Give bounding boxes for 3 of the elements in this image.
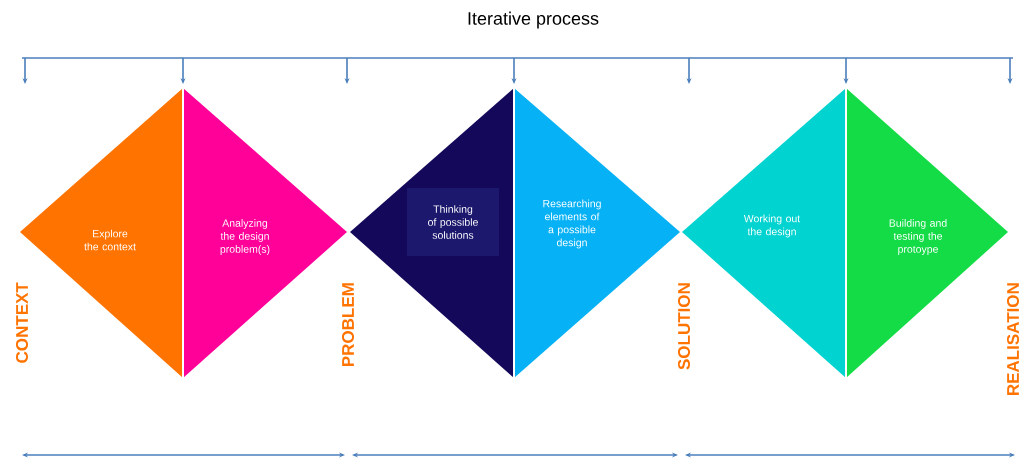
title: Iterative process [468, 11, 599, 29]
triangle: Building and testing the protoype [846, 88, 1008, 378]
phase-label: REALISATION [1007, 283, 1020, 395]
